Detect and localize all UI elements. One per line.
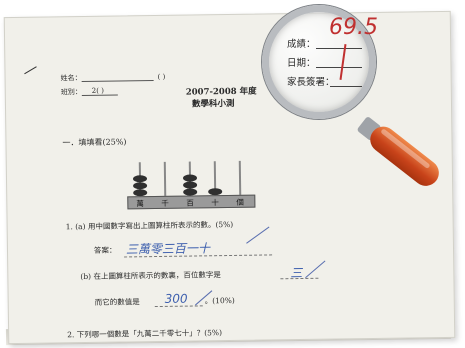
answer-handwriting: 三萬零三百一十 xyxy=(125,241,211,257)
test-paper: 姓名： ( ) 班別： 2( ) 2007-2008 年度 數學科小測 一．填填… xyxy=(3,10,456,345)
abacus-bead xyxy=(183,181,198,189)
abacus-label: 千 xyxy=(161,198,169,208)
class-value: 2( ) xyxy=(91,86,104,95)
question-1a: 1. (a) 用中國數字寫出上圖算柱所表示的數。(5%) xyxy=(65,219,234,232)
b-answer-handwriting: 三 xyxy=(290,265,303,281)
abacus-base: 萬 千 百 十 個 xyxy=(127,194,256,210)
score-line xyxy=(316,48,362,49)
magnifier-lens xyxy=(262,5,376,119)
name-paren: ( ) xyxy=(157,72,166,81)
score-handwriting: 69.5 xyxy=(329,15,378,40)
abacus-label: 個 xyxy=(236,197,244,207)
class-label: 班別： xyxy=(60,88,82,97)
question-1b: (b) 在上圖算柱所表示的數裏，百位數字是 xyxy=(80,270,221,282)
tick-mark xyxy=(246,226,270,244)
abacus-bead xyxy=(132,175,148,183)
abacus-label: 百 xyxy=(186,198,194,208)
page-subtitle: 數學科小測 xyxy=(191,98,235,110)
score-label: 成績： xyxy=(287,39,316,50)
b-value-handwriting: 300 xyxy=(164,291,188,306)
signature-line xyxy=(330,86,362,87)
abacus-bead xyxy=(182,174,198,182)
abacus-label: 十 xyxy=(211,198,219,208)
parent-signature-label: 家長簽署： xyxy=(287,77,335,88)
tick-mark xyxy=(305,260,326,279)
question-2: 2. 下列哪一個數是「九萬二千零七十」？(5%) xyxy=(67,328,223,340)
name-label: 姓名： xyxy=(60,74,82,83)
date-label: 日期： xyxy=(287,58,316,69)
abacus-label: 萬 xyxy=(136,199,144,209)
pen-mark xyxy=(24,66,37,75)
abacus-bead xyxy=(133,182,148,190)
class-line xyxy=(81,94,118,97)
date-line xyxy=(316,67,362,68)
answer-label: 答案： xyxy=(93,245,117,255)
section-heading: 一．填填看(25%) xyxy=(62,137,127,148)
question-1b-value-text: 而它的數值是 xyxy=(94,297,140,307)
name-line xyxy=(81,80,154,83)
abacus-figure: 萬 千 百 十 個 xyxy=(127,160,256,211)
question-1b-percent: 。(10%) xyxy=(204,295,235,306)
page-title: 2007-2008 年度 xyxy=(185,86,257,98)
